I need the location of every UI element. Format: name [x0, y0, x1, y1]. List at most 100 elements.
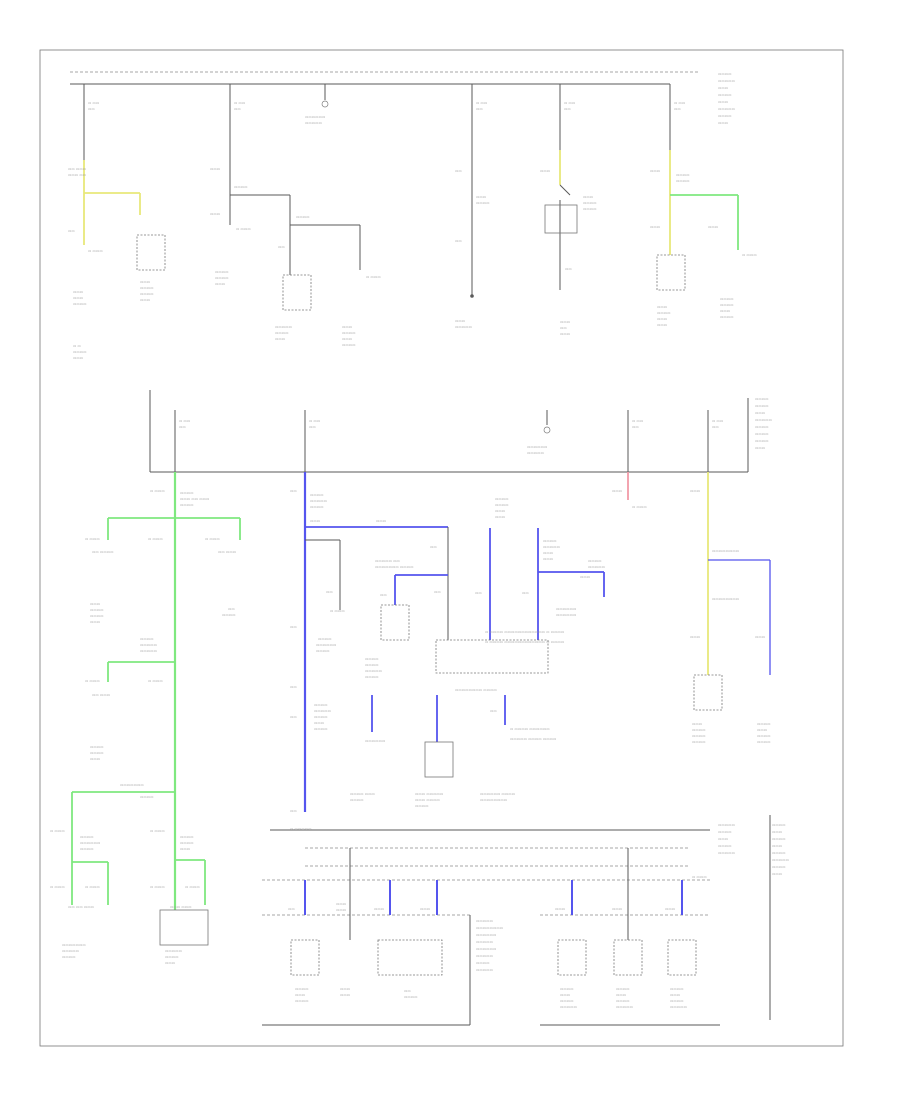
- svg-text:▭▭▭▭: ▭▭▭▭: [676, 179, 690, 183]
- svg-text:▭▭▭▭▭▭▭: ▭▭▭▭▭▭▭: [120, 783, 144, 787]
- svg-text:▭▭▭▭: ▭▭▭▭: [296, 215, 310, 219]
- svg-text:▭ ▭▭▭: ▭ ▭▭▭: [150, 885, 165, 889]
- svg-text:▭ ▭▭▭: ▭ ▭▭▭: [366, 275, 381, 279]
- svg-text:▭▭▭▭: ▭▭▭▭: [180, 491, 194, 495]
- svg-text:▭▭▭: ▭▭▭: [376, 519, 386, 523]
- svg-text:▭▭▭: ▭▭▭: [374, 907, 384, 911]
- svg-text:▭▭▭▭: ▭▭▭▭: [720, 303, 734, 307]
- svg-text:▭▭▭▭: ▭▭▭▭: [718, 114, 732, 118]
- svg-text:▭ ▭▭▭: ▭ ▭▭▭: [148, 537, 163, 541]
- svg-text:▭▭▭▭: ▭▭▭▭: [62, 955, 76, 959]
- svg-text:▭▭: ▭▭: [455, 239, 462, 243]
- svg-text:▭ ▭▭: ▭ ▭▭: [674, 101, 685, 105]
- svg-text:▭▭▭: ▭▭▭: [772, 844, 782, 848]
- svg-text:▭▭▭▭: ▭▭▭▭: [560, 987, 574, 991]
- svg-text:▭▭▭▭: ▭▭▭▭: [314, 715, 328, 719]
- svg-text:▭▭▭▭: ▭▭▭▭: [583, 207, 597, 211]
- svg-text:▭▭▭▭: ▭▭▭▭: [476, 961, 490, 965]
- svg-text:▭▭▭: ▭▭▭: [140, 280, 150, 284]
- right-circuits: ▭▭▭ ▭ ▭▭▭ ▭▭▭ ▭▭▭▭▭▭▭▭ ▭▭▭▭▭▭▭▭ ▭▭▭ ▭▭▭ …: [612, 472, 771, 744]
- svg-text:▭▭▭▭: ▭▭▭▭: [180, 835, 194, 839]
- svg-text:▭▭ ▭▭▭: ▭▭ ▭▭▭: [218, 550, 236, 554]
- svg-text:▭▭▭▭: ▭▭▭▭: [692, 734, 706, 738]
- svg-text:▭▭▭: ▭▭▭: [90, 620, 100, 624]
- svg-text:▭▭▭▭▭: ▭▭▭▭▭: [718, 107, 735, 111]
- svg-text:▭▭▭▭: ▭▭▭▭: [140, 292, 154, 296]
- svg-text:▭▭▭▭: ▭▭▭▭: [670, 987, 684, 991]
- svg-text:▭▭▭: ▭▭▭: [543, 551, 553, 555]
- svg-text:▭▭ ▭▭▭: ▭▭ ▭▭▭: [92, 693, 110, 697]
- svg-text:▭▭▭▭: ▭▭▭▭: [73, 302, 87, 306]
- svg-text:▭▭▭: ▭▭▭: [772, 872, 782, 876]
- svg-text:▭▭▭: ▭▭▭: [720, 309, 730, 313]
- svg-text:▭ ▭▭▭: ▭ ▭▭▭: [150, 829, 165, 833]
- svg-text:▭▭▭▭: ▭▭▭▭: [90, 608, 104, 612]
- svg-text:▭▭▭▭: ▭▭▭▭: [234, 185, 248, 189]
- svg-text:▭▭▭▭▭▭: ▭▭▭▭▭▭: [80, 841, 100, 845]
- svg-text:▭▭: ▭▭: [475, 591, 482, 595]
- svg-text:▭▭▭▭: ▭▭▭▭: [350, 798, 364, 802]
- svg-text:▭▭▭▭: ▭▭▭▭: [314, 703, 328, 707]
- svg-text:▭ ▭▭▭: ▭ ▭▭▭: [85, 679, 100, 683]
- svg-text:▭▭: ▭▭: [288, 907, 295, 911]
- svg-text:▭▭▭▭: ▭▭▭▭: [670, 999, 684, 1003]
- svg-text:▭▭▭▭: ▭▭▭▭: [772, 823, 786, 827]
- svg-text:▭▭▭: ▭▭▭: [336, 902, 346, 906]
- svg-text:▭▭▭: ▭▭▭: [455, 319, 465, 323]
- svg-text:▭▭▭▭: ▭▭▭▭: [757, 722, 771, 726]
- svg-text:▭▭▭▭: ▭▭▭▭: [314, 727, 328, 731]
- svg-text:▭▭▭▭: ▭▭▭▭: [90, 745, 104, 749]
- svg-text:▭▭▭: ▭▭▭: [90, 602, 100, 606]
- svg-text:▭ ▭▭▭: ▭ ▭▭▭: [85, 537, 100, 541]
- svg-text:▭▭▭: ▭▭▭: [342, 325, 352, 329]
- svg-text:▭▭▭▭: ▭▭▭▭: [165, 955, 179, 959]
- svg-text:▭▭ ▭▭▭▭: ▭▭ ▭▭▭▭: [92, 550, 114, 554]
- svg-text:▭▭▭▭: ▭▭▭▭: [275, 331, 289, 335]
- svg-text:▭▭▭: ▭▭▭: [772, 830, 782, 834]
- svg-text:▭▭▭▭: ▭▭▭▭: [404, 995, 418, 999]
- svg-text:▭▭▭: ▭▭▭: [657, 305, 667, 309]
- svg-text:▭ ▭▭: ▭ ▭▭: [476, 101, 487, 105]
- svg-text:▭▭▭▭: ▭▭▭▭: [755, 425, 769, 429]
- svg-text:▭▭▭▭: ▭▭▭▭: [755, 397, 769, 401]
- middle-fuse-box: ▭▭▭▭ ▭▭▭▭ ▭▭▭ ▭▭▭▭▭ ▭▭▭▭ ▭▭▭▭ ▭▭▭▭ ▭▭▭ ▭…: [149, 390, 772, 473]
- svg-text:▭▭▭▭▭: ▭▭▭▭▭: [365, 669, 382, 673]
- svg-text:▭▭▭▭: ▭▭▭▭: [495, 497, 509, 501]
- svg-text:▭▭▭▭▭▭▭▭: ▭▭▭▭▭▭▭▭: [712, 549, 739, 553]
- svg-text:▭▭▭▭▭▭: ▭▭▭▭▭▭: [476, 933, 496, 937]
- svg-text:▭ ▭▭▭: ▭ ▭▭▭: [692, 875, 707, 879]
- svg-text:▭▭▭▭: ▭▭▭▭: [583, 201, 597, 205]
- svg-text:▭▭▭: ▭▭▭: [543, 557, 553, 561]
- svg-text:▭▭▭ ▭▭▭▭: ▭▭▭ ▭▭▭▭: [415, 798, 440, 802]
- svg-text:▭▭▭▭: ▭▭▭▭: [73, 350, 87, 354]
- svg-text:▭▭▭▭: ▭▭▭▭: [140, 637, 154, 641]
- svg-text:▭ ▭▭▭▭▭: ▭ ▭▭▭▭▭: [290, 827, 312, 831]
- svg-text:▭▭▭▭▭: ▭▭▭▭▭: [455, 325, 472, 329]
- svg-text:▭▭▭: ▭▭▭: [580, 575, 590, 579]
- svg-text:▭▭▭▭: ▭▭▭▭: [616, 987, 630, 991]
- svg-text:▭▭▭▭▭▭ ▭▭▭▭: ▭▭▭▭▭▭ ▭▭▭▭: [480, 792, 515, 796]
- svg-text:▭▭: ▭▭: [564, 107, 571, 111]
- svg-text:▭▭▭▭▭▭: ▭▭▭▭▭▭: [527, 445, 547, 449]
- svg-text:▭▭▭▭▭▭: ▭▭▭▭▭▭: [556, 613, 576, 617]
- svg-text:▭▭▭▭: ▭▭▭▭: [720, 297, 734, 301]
- svg-text:▭▭: ▭▭: [455, 169, 462, 173]
- svg-text:▭▭▭▭▭: ▭▭▭▭▭: [476, 954, 493, 958]
- svg-text:▭▭▭: ▭▭▭: [340, 993, 350, 997]
- svg-text:▭▭▭: ▭▭▭: [560, 332, 570, 336]
- svg-text:▭▭▭▭▭: ▭▭▭▭▭: [670, 1005, 687, 1009]
- svg-text:▭▭▭▭: ▭▭▭▭: [318, 637, 332, 641]
- circuit-top-1: ▭ ▭▭ ▭▭ ▭▭ ▭▭▭ ▭▭▭ ▭▭ ▭▭ ▭ ▭▭▭ ▭▭▭ ▭▭▭ ▭…: [68, 84, 166, 360]
- circuit-top-6: ▭ ▭▭ ▭▭ ▭▭▭▭ ▭▭▭▭ ▭▭▭ ▭▭▭ ▭▭▭ ▭ ▭▭▭ ▭▭▭ …: [650, 84, 757, 327]
- svg-text:▭▭▭: ▭▭▭: [692, 722, 702, 726]
- svg-text:▭▭▭▭▭: ▭▭▭▭▭: [476, 919, 493, 923]
- svg-text:▭▭▭: ▭▭▭: [310, 519, 320, 523]
- svg-text:▭▭▭▭▭▭: ▭▭▭▭▭▭: [305, 115, 325, 119]
- svg-text:▭▭▭▭▭: ▭▭▭▭▭: [476, 968, 493, 972]
- svg-text:▭▭▭: ▭▭▭: [755, 446, 765, 450]
- svg-text:▭▭▭▭: ▭▭▭▭: [310, 493, 324, 497]
- svg-text:▭▭▭: ▭▭▭: [73, 356, 83, 360]
- svg-text:▭▭▭▭: ▭▭▭▭: [657, 311, 671, 315]
- svg-text:▭▭▭: ▭▭▭: [540, 169, 550, 173]
- svg-text:▭▭▭: ▭▭▭: [670, 993, 680, 997]
